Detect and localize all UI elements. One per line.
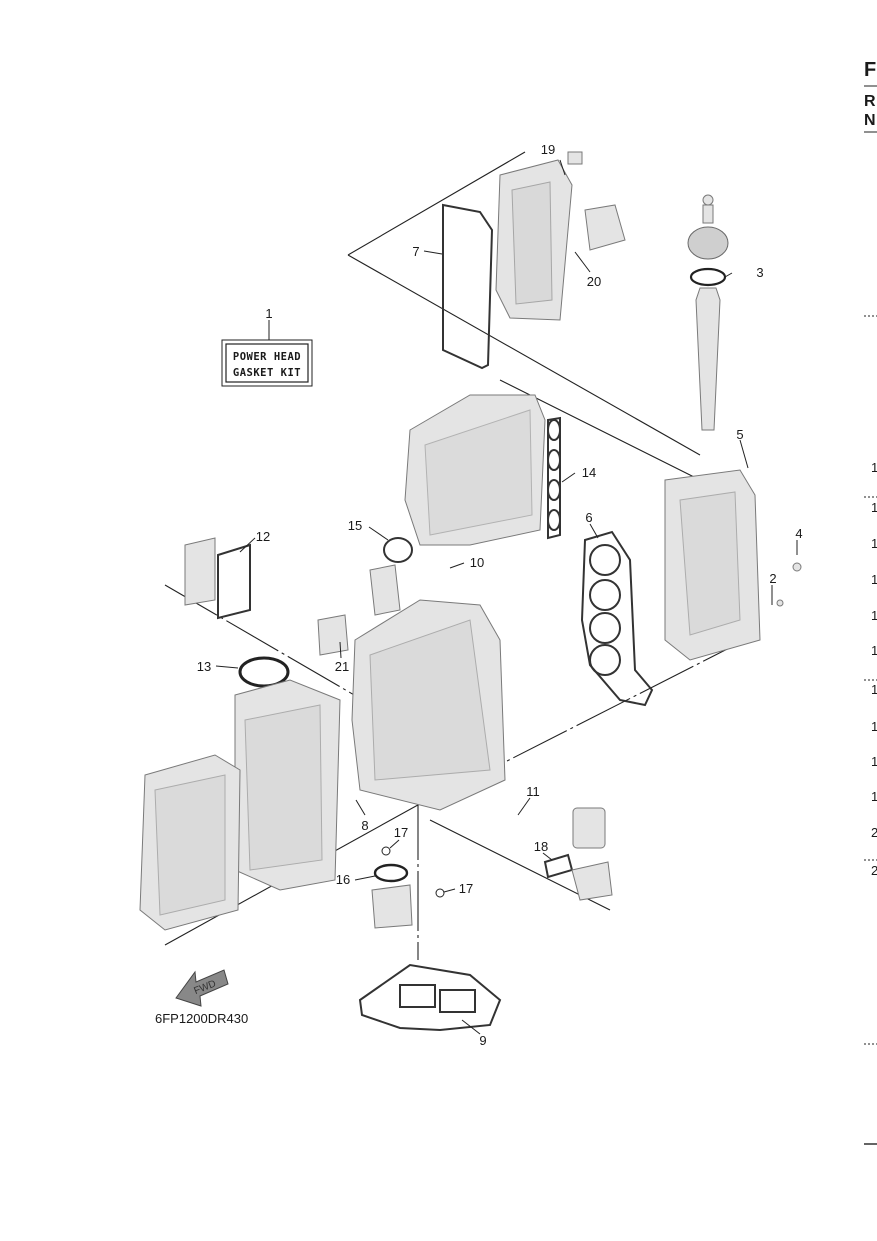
callout-1: 1 [265, 306, 272, 321]
callout-8: 8 [361, 818, 368, 833]
callout-7: 7 [412, 244, 419, 259]
callout-20: 20 [587, 274, 601, 289]
callout-numbers: 1 2 3 4 5 6 7 8 9 10 11 12 13 14 15 16 1… [197, 142, 803, 1048]
callout-12: 12 [256, 529, 270, 544]
cylinder-head-cover-part [495, 151, 626, 321]
callout-3: 3 [756, 265, 763, 280]
camshaft-part [687, 194, 729, 431]
cover-gasket-part [442, 203, 494, 370]
edge-row-10: 1 [871, 789, 877, 804]
callout-13: 13 [197, 659, 211, 674]
callout-11: 11 [526, 784, 540, 799]
base-gasket-part [358, 963, 502, 1032]
callout-17a: 17 [394, 825, 408, 840]
oil-seal-part [238, 656, 290, 688]
kit-label-line2: GASKET KIT [233, 367, 301, 379]
callout-leaders [215, 159, 798, 1035]
head-gasket-part [580, 530, 654, 707]
edge-row-1: 1 [871, 460, 877, 475]
edge-header-f: F [864, 59, 876, 81]
callout-21: 21 [335, 659, 349, 674]
callout-19: 19 [541, 142, 555, 157]
forward-direction-arrow: FWD [175, 969, 229, 1007]
crankcase-part [139, 754, 241, 931]
callout-9: 9 [479, 1033, 486, 1048]
callout-4: 4 [795, 526, 802, 541]
crankshaft-part [234, 679, 341, 891]
callout-17b: 17 [459, 881, 473, 896]
thermostat-part [369, 537, 413, 616]
edge-header-n: N [864, 112, 876, 129]
cylinder-head-part [664, 469, 802, 661]
callout-5: 5 [736, 427, 743, 442]
callout-15: 15 [348, 518, 362, 533]
edge-row-8: 1 [871, 719, 877, 734]
oil-strainer-part [371, 846, 445, 929]
edge-row-6: 1 [871, 643, 877, 658]
callout-10: 10 [470, 555, 484, 570]
callout-6: 6 [585, 510, 592, 525]
edge-row-12: 2 [871, 863, 877, 878]
manifold-gasket-part [547, 416, 561, 540]
power-head-gasket-kit-label: POWER HEAD GASKET KIT [221, 339, 313, 387]
edge-row-4: 1 [871, 572, 877, 587]
oil-filter-part [543, 807, 613, 901]
callout-18: 18 [534, 839, 548, 854]
edge-row-9: 1 [871, 754, 877, 769]
edge-row-3: 1 [871, 536, 877, 551]
callout-2: 2 [769, 571, 776, 586]
kit-label-line1: POWER HEAD [233, 351, 301, 363]
edge-row-5: 1 [871, 608, 877, 623]
right-edge-parts-table-fragment: F R N 1 1 1 1 1 1 1 1 1 1 2 2 [864, 59, 877, 1145]
edge-row-2: 1 [871, 500, 877, 515]
callout-14: 14 [582, 465, 596, 480]
callout-16: 16 [336, 872, 350, 887]
intake-manifold-part [404, 394, 546, 546]
edge-row-7: 1 [871, 682, 877, 697]
diagram-code: 6FP1200DR430 [155, 1011, 248, 1026]
edge-row-11: 2 [871, 825, 877, 840]
edge-header-r: R [864, 93, 876, 110]
cylinder-block-part [317, 599, 506, 811]
side-cover-part [184, 537, 251, 620]
